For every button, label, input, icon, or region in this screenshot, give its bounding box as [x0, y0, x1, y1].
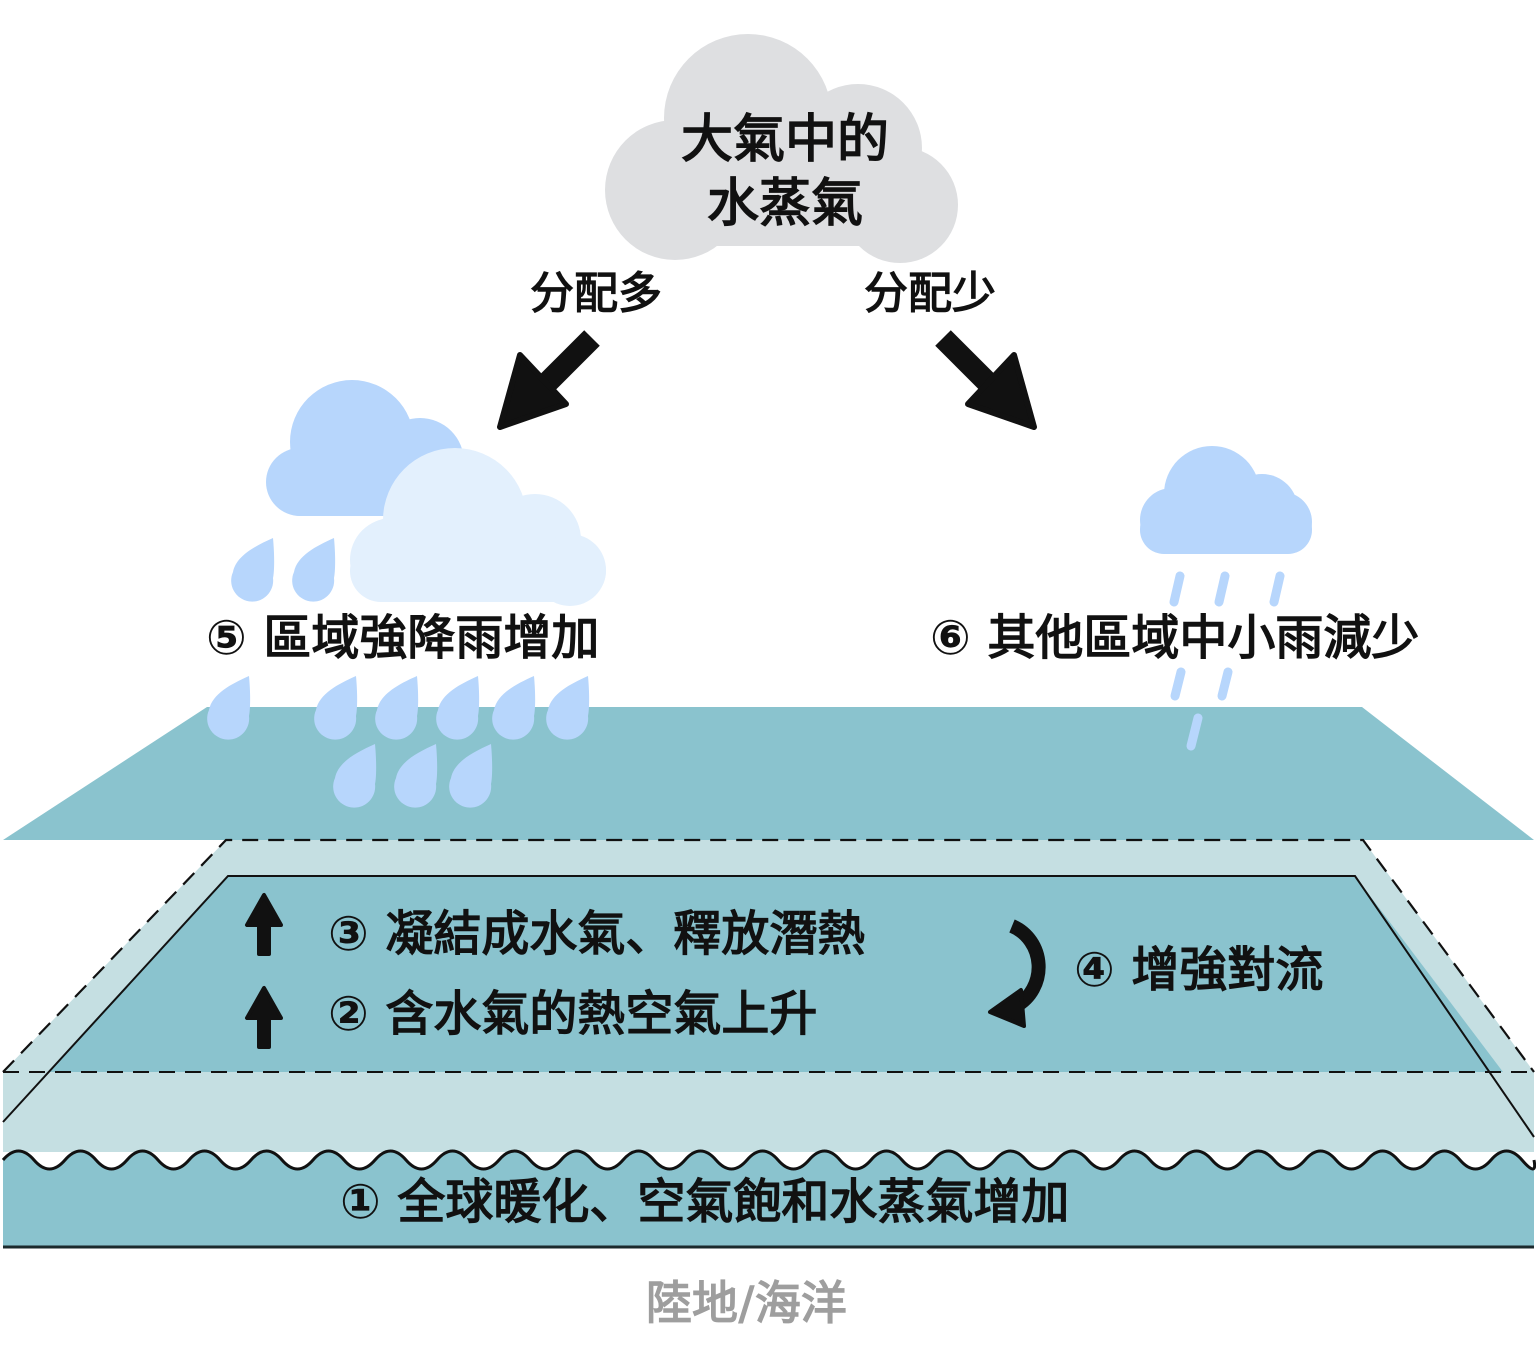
curved-arrow-icon	[988, 919, 1046, 1028]
raindrop-icon	[231, 538, 275, 602]
up-arrow-icon	[245, 893, 283, 956]
rain-streak-icon	[1214, 571, 1230, 607]
raindrop-icon	[436, 676, 480, 740]
rain-streak-icon	[1169, 571, 1185, 607]
up-arrow-icon	[245, 986, 283, 1049]
convection-layer-inner	[48, 876, 1503, 1072]
outer-dashed-outline	[2, 838, 1535, 1073]
water-vapor-cloud-icon	[605, 34, 958, 263]
raindrop-icon	[207, 676, 251, 740]
water-vapor-title-line1: 大氣中的	[680, 110, 889, 170]
raindrop-icon	[314, 676, 358, 740]
step1-label: ① 全球暖化、空氣飽和水蒸氣增加	[340, 1174, 1070, 1230]
rain-streak-icon	[1170, 667, 1186, 701]
raindrop-icon	[394, 744, 438, 808]
heavy-raindrops	[207, 538, 590, 808]
upper-plane	[3, 707, 1534, 840]
rain-cloud-front-icon	[350, 448, 606, 606]
allocation-less-label: 分配少	[864, 268, 996, 319]
step5-label: ⑤ 區域強降雨增加	[206, 610, 600, 666]
inner-trapezoid-outline	[2, 875, 1535, 1138]
arrow-down-left-icon	[497, 330, 600, 430]
light-rain-streaks	[1169, 571, 1285, 751]
raindrop-icon	[292, 538, 336, 602]
step3-label: ③ 凝結成水氣、釋放潛熱	[328, 906, 866, 962]
raindrop-icon	[333, 744, 377, 808]
rain-streak-icon	[1269, 571, 1285, 607]
rain-streak-icon	[1186, 713, 1203, 751]
raindrop-icon	[546, 676, 590, 740]
step6-label: ⑥ 其他區域中小雨減少	[930, 610, 1420, 666]
arrow-down-right-icon	[935, 330, 1037, 430]
ocean-base	[3, 1151, 1535, 1247]
water-vapor-title-line2: 水蒸氣	[706, 174, 863, 234]
raindrop-icon	[449, 744, 493, 808]
raindrop-icon	[492, 676, 536, 740]
water-vapor-title: 大氣中的 水蒸氣	[640, 108, 930, 236]
light-rain-cloud-icon	[1140, 446, 1312, 554]
wave-line	[1, 1149, 1536, 1171]
land-ocean-label: 陸地/海洋	[646, 1276, 847, 1330]
allocation-more-label: 分配多	[530, 268, 662, 319]
rain-streak-icon	[1217, 667, 1233, 701]
raindrop-icon	[375, 676, 419, 740]
step2-label: ② 含水氣的熱空氣上升	[328, 986, 818, 1042]
step4-label: ④ 增強對流	[1074, 942, 1324, 998]
